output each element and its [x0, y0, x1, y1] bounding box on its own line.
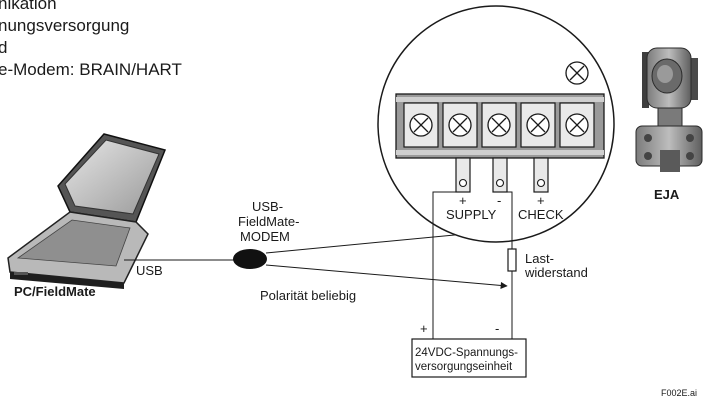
- supply-plus-sign: +: [459, 193, 467, 208]
- terminal-block: [395, 93, 605, 159]
- check-plus-sign: +: [537, 193, 545, 208]
- header-line-communication: nikation: [0, 0, 57, 13]
- modem-lead-lower: [265, 264, 508, 289]
- header-line-modem: e-Modem: BRAIN/HART: [0, 60, 182, 79]
- eja-transmitter-icon: [635, 47, 703, 172]
- psu-plus-sign: +: [420, 321, 428, 336]
- power-supply-unit: [411, 338, 527, 378]
- terminal-lugs: [455, 157, 549, 193]
- psu-minus-sign: -: [495, 321, 499, 336]
- device-label: EJA: [654, 187, 680, 202]
- laptop-icon: [7, 133, 167, 289]
- header-line-d: d: [0, 38, 8, 57]
- usb-fieldmate-modem-icon: [233, 249, 267, 269]
- loop-wiring: [432, 191, 513, 339]
- usb-label: USB: [136, 263, 163, 278]
- supply-label: SUPPLY: [446, 207, 497, 222]
- load-resistor-icon: [507, 248, 517, 272]
- figure-id: F002E.ai: [661, 388, 697, 398]
- load-resistor-label: Last- widerstand: [524, 251, 588, 280]
- header-line-power-supply: nungsversorgung: [0, 16, 130, 35]
- housing-screw-icon: [565, 61, 589, 85]
- laptop-label: PC/FieldMate: [14, 284, 96, 299]
- modem-label: USB- FieldMate- MODEM: [238, 199, 303, 244]
- polarity-label: Polarität beliebig: [260, 288, 356, 303]
- power-supply-label: 24VDC-Spannungs- versorgungseinheit: [415, 347, 521, 373]
- supply-minus-sign: -: [497, 193, 501, 208]
- check-label: CHECK: [518, 207, 564, 222]
